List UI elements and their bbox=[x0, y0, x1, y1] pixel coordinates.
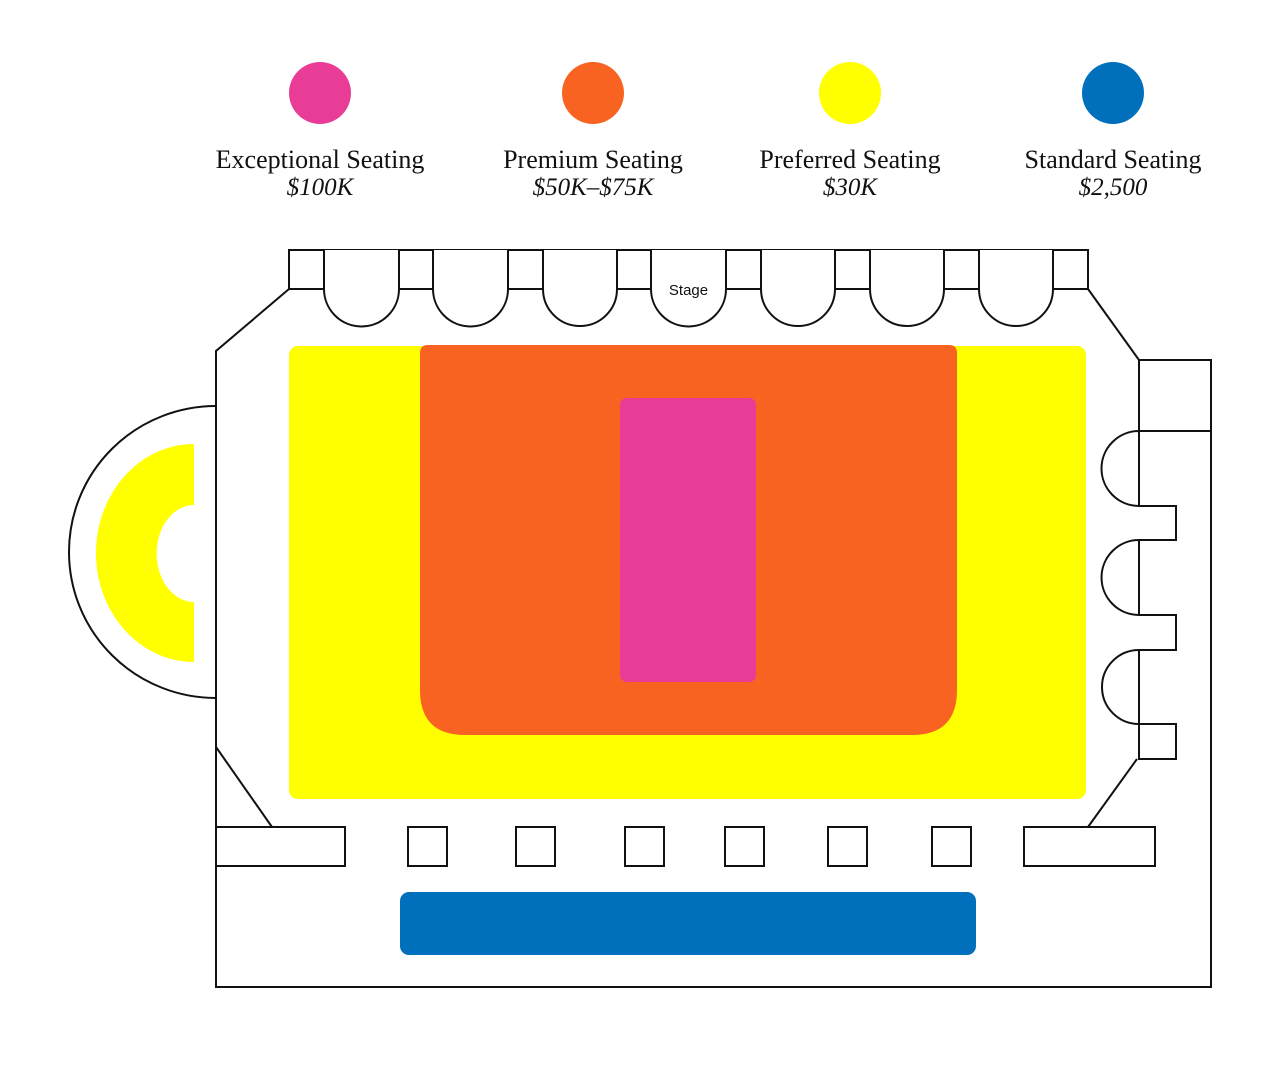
legend-label: Exceptional Seating bbox=[215, 145, 425, 174]
right-booths bbox=[1100, 359, 1212, 760]
legend-price: $30K bbox=[822, 174, 878, 201]
legend-preferred: Preferred Seating $30K bbox=[720, 62, 980, 202]
premium-swatch bbox=[562, 62, 624, 124]
standard-seating-zone[interactable] bbox=[400, 892, 976, 955]
legend-exceptional: Exceptional Seating $100K bbox=[190, 62, 450, 202]
stage bbox=[650, 250, 727, 328]
bottom-booths bbox=[215, 826, 1156, 867]
side-preferred-zone[interactable] bbox=[96, 444, 194, 662]
legend-label: Preferred Seating bbox=[759, 145, 941, 174]
legend-premium: Premium Seating $50K–$75K bbox=[463, 62, 723, 202]
legend-label: Standard Seating bbox=[1024, 145, 1202, 174]
legend-standard: Standard Seating $2,500 bbox=[983, 62, 1243, 202]
standard-swatch bbox=[1082, 62, 1144, 124]
stage-label: Stage bbox=[669, 282, 708, 299]
preferred-swatch bbox=[819, 62, 881, 124]
legend-label: Premium Seating bbox=[503, 145, 683, 174]
exceptional-seating-zone[interactable] bbox=[620, 398, 756, 682]
exceptional-swatch bbox=[289, 62, 351, 124]
outline-edge bbox=[1087, 758, 1138, 828]
outline-edge bbox=[1087, 288, 1140, 361]
top-booths bbox=[288, 249, 1089, 328]
legend-price: $50K–$75K bbox=[532, 174, 654, 201]
side-lounge-outline bbox=[68, 405, 217, 699]
legend-price: $2,500 bbox=[1078, 174, 1148, 201]
legend-price: $100K bbox=[286, 174, 354, 201]
venue-outline bbox=[215, 288, 1212, 988]
outline-edge bbox=[215, 746, 273, 828]
